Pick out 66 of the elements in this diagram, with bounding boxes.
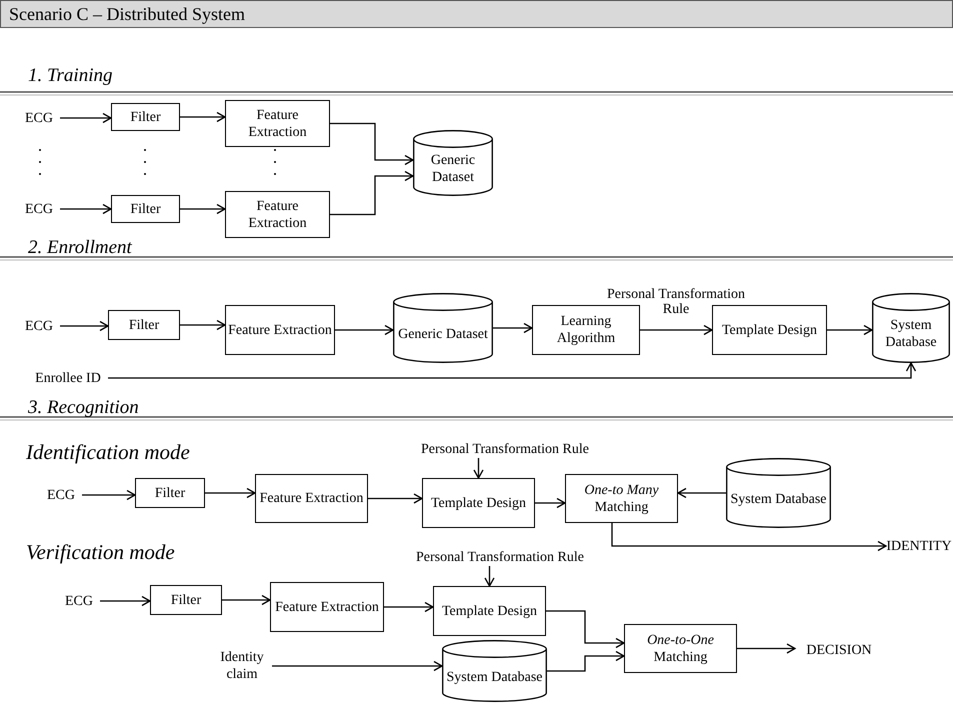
process-box: Learning Algorithm — [532, 305, 640, 355]
section-heading: 3. Recognition — [28, 396, 139, 420]
database-cylinder: System Database — [442, 640, 547, 702]
section-heading: 2. Enrollment — [28, 236, 132, 260]
text-label: Identity claim — [212, 648, 272, 684]
arrow — [180, 112, 226, 122]
arrow — [330, 122, 414, 166]
process-box: Feature Extraction — [255, 474, 368, 523]
arrow — [335, 324, 394, 336]
text-label: ECG — [18, 199, 60, 219]
process-box: Feature Extraction — [225, 191, 330, 238]
process-box: One-to Many Matching — [565, 474, 678, 523]
arrow — [100, 596, 151, 606]
database-cylinder: System Database — [872, 293, 950, 363]
database-cylinder: Generic Dataset — [393, 293, 493, 363]
process-box: Feature Extraction — [225, 100, 330, 147]
section-heading: Identification mode — [26, 440, 190, 464]
arrow — [205, 488, 256, 498]
process-box: Feature Extraction — [270, 582, 384, 632]
process-box: Template Design — [433, 586, 546, 636]
text-label: Personal Transformation Rule — [395, 440, 615, 458]
arrow — [640, 324, 713, 336]
title-banner: Scenario C – Distributed System — [0, 0, 953, 28]
process-box: Feature Extraction — [225, 305, 335, 355]
text-label: ECG — [58, 591, 100, 611]
process-box: Filter — [150, 585, 222, 615]
text-label: DECISION — [795, 639, 883, 661]
arrow — [473, 458, 484, 479]
arrow — [737, 643, 796, 654]
arrow — [384, 602, 434, 612]
process-box: Filter — [111, 103, 180, 131]
arrow — [827, 324, 873, 336]
process-box: Filter — [111, 195, 180, 223]
arrow — [60, 112, 112, 124]
text-label: ECG — [18, 108, 60, 128]
text-label: Personal Transformation Rule — [390, 548, 610, 566]
arrow — [368, 493, 423, 504]
database-cylinder: System Database — [726, 458, 831, 528]
arrow — [60, 204, 112, 214]
process-box: Template Design — [422, 478, 535, 528]
arrow — [535, 498, 566, 508]
process-box: Filter — [135, 478, 205, 508]
arrow — [222, 594, 271, 606]
arrow — [611, 523, 887, 552]
text-label: ECG — [40, 485, 82, 505]
section-heading: Verification mode — [26, 540, 175, 564]
arrow — [82, 490, 136, 500]
arrow — [330, 170, 414, 216]
arrow — [484, 566, 495, 587]
arrow — [180, 320, 226, 330]
arrow — [677, 488, 726, 498]
arrow — [546, 610, 625, 648]
text-label: Enrollee ID — [28, 368, 108, 388]
text-label: IDENTITY — [886, 536, 952, 556]
arrow — [180, 204, 226, 214]
arrow — [493, 322, 533, 334]
text-label: ECG — [18, 316, 60, 336]
arrow — [60, 320, 109, 332]
database-cylinder: Generic Dataset — [413, 130, 493, 196]
arrow — [108, 362, 916, 379]
section-heading: 1. Training — [28, 64, 112, 88]
process-box: Template Design — [712, 305, 827, 355]
process-box: One-to-One Matching — [624, 624, 737, 673]
process-box: Filter — [108, 310, 180, 340]
arrow — [547, 650, 625, 672]
arrow — [272, 660, 443, 672]
